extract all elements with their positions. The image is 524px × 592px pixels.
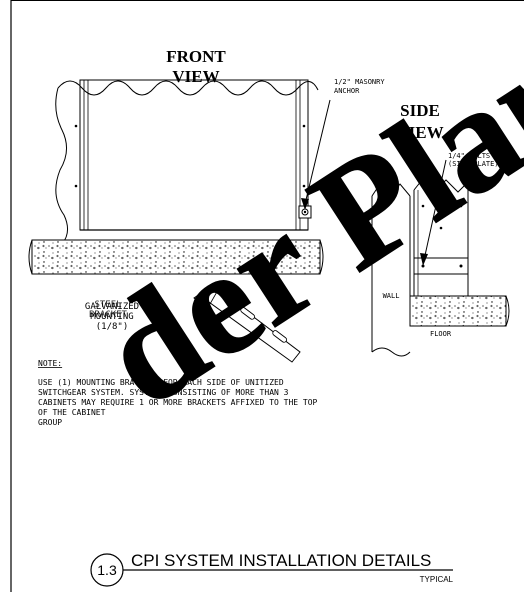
svg-text:BRACKET: BRACKET <box>89 310 128 320</box>
anchor-label-2: ANCHOR <box>334 87 360 95</box>
detail-number: 1.3 <box>97 562 117 578</box>
mounting-bracket <box>193 283 301 363</box>
note-heading: NOTE: <box>38 359 62 368</box>
svg-text:STEEL: STEEL <box>94 300 121 310</box>
front-view-title-2: VIEW <box>172 67 219 86</box>
side-view-title: SIDE <box>400 101 440 120</box>
front-view-concrete-slab <box>28 239 324 275</box>
svg-text:(1/8"): (1/8") <box>96 322 129 332</box>
side-view-wall <box>371 183 411 357</box>
svg-text:GROUP: GROUP <box>38 418 62 427</box>
note-body: USE (1) MOUNTING BRACKETS FOR EACH SIDE … <box>38 378 318 427</box>
svg-text:USE (1) MOUNTING BRACKETS FOR: USE (1) MOUNTING BRACKETS FOR EACH SIDE … <box>38 378 284 387</box>
svg-text:CABINETS MAY REQUIRE 1 OR MORE: CABINETS MAY REQUIRE 1 OR MORE BRACKETS … <box>38 398 318 407</box>
svg-text:OF THE CABINET: OF THE CABINET <box>38 408 106 417</box>
detail-subtitle: TYPICAL <box>420 575 454 584</box>
wall-label: WALL <box>383 292 400 300</box>
svg-text:SWITCHGEAR SYSTEM. SYSTEMS CON: SWITCHGEAR SYSTEM. SYSTEMS CONSISTING OF… <box>38 388 289 397</box>
bracket-label: GALVANIZED MOUNTING (1/8") STEEL BRACKET <box>85 300 139 332</box>
side-view-floor <box>409 295 510 327</box>
detail-title: CPI SYSTEM INSTALLATION DETAILS <box>131 551 431 570</box>
floor-label: FLOOR <box>430 330 452 338</box>
svg-text:GALVANIZED: GALVANIZED <box>85 302 139 312</box>
svg-text:MOUNTING: MOUNTING <box>90 312 133 322</box>
anchor-leader-line <box>304 99 331 205</box>
anchor-label: 1/2" MASONRY <box>334 78 385 86</box>
watermark-text: der Plans <box>74 0 524 438</box>
side-view-title-2: VIEW <box>396 123 443 142</box>
front-view-title: FRONT <box>166 47 226 66</box>
bolts-label: 1/4" BOLTS <box>448 152 490 160</box>
bolts-leader-line <box>423 159 447 261</box>
bolts-label-2: (SIDE PLATE) <box>448 160 499 168</box>
front-view-cabinet <box>55 79 319 245</box>
title-block: 1.3 CPI SYSTEM INSTALLATION DETAILS TYPI… <box>90 551 454 587</box>
